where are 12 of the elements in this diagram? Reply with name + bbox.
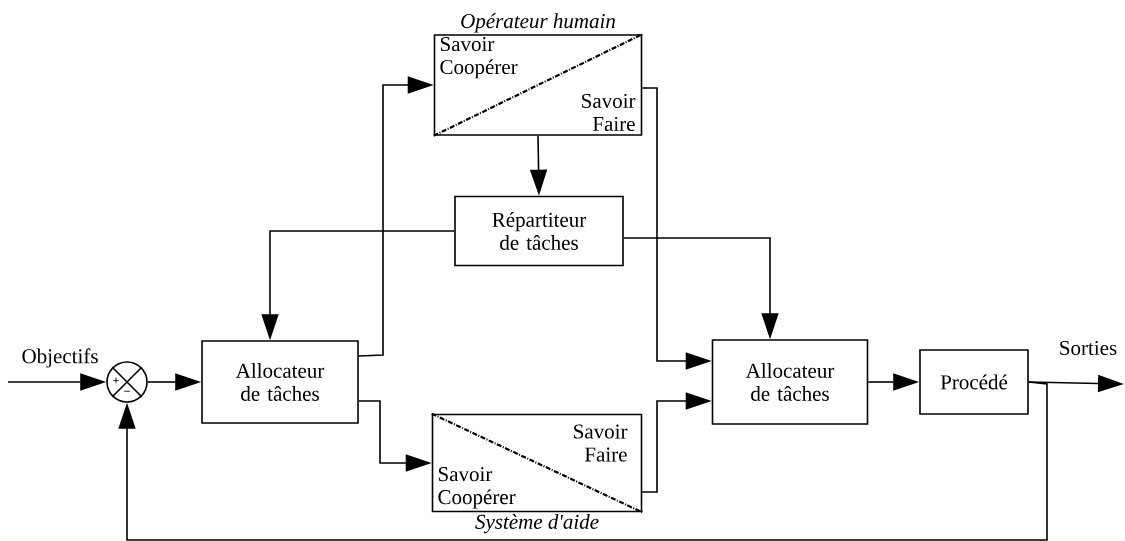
arrow	[118, 381, 1048, 541]
process-box: Répartiteur de tâches	[454, 195, 624, 267]
node-label: Opérateur humain	[461, 13, 615, 33]
split-box: Savoir Faire Savoir Coopérer Système d'aide	[431, 412, 643, 534]
node-label: Système d'aide	[475, 514, 599, 534]
split-box: Opérateur humain Savoir Coopérer Savoir Faire	[433, 13, 643, 137]
edge-label: Objectifs	[20, 347, 100, 369]
process-box: Allocateur de tâches	[711, 339, 869, 425]
process-box: Allocateur de tâches	[201, 340, 359, 424]
summing-junction: + −	[106, 361, 148, 403]
process-box: Procédé	[919, 349, 1029, 415]
edge-label: Sorties	[1057, 339, 1119, 357]
